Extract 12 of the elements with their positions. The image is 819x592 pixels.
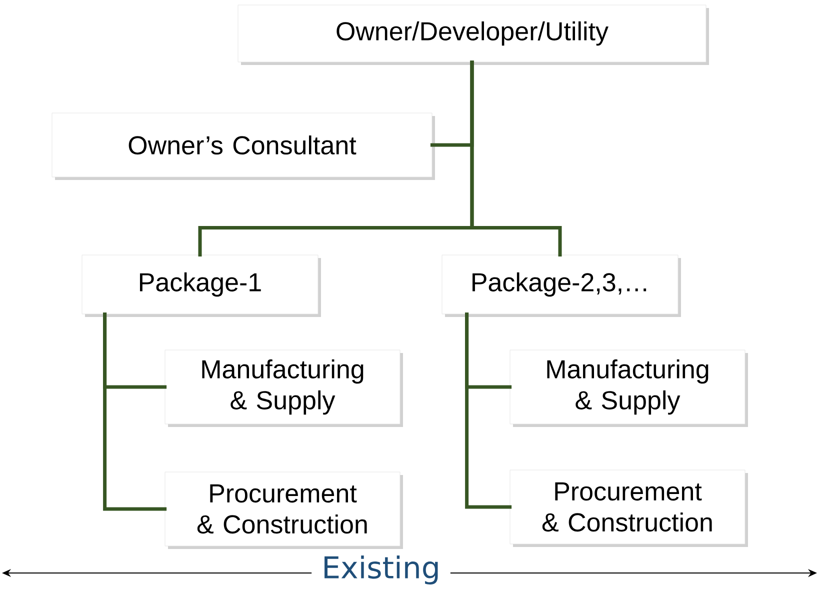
label-text: Existing <box>312 556 450 585</box>
box: Owner’s Consultant <box>52 112 435 180</box>
connector-line <box>470 60 562 257</box>
box: Package-2,3,… <box>442 254 681 317</box>
box: Procurement & Construction <box>164 472 403 549</box>
connector-line <box>465 312 512 509</box>
box: Manufacturing & Supply <box>510 350 748 427</box>
connector-line <box>103 312 167 511</box>
box: Owner/Developer/Utility <box>238 4 709 65</box>
box: Manufacturing & Supply <box>164 350 403 427</box>
box: Package-1 <box>82 254 321 317</box>
box: Procurement & Construction <box>510 470 748 547</box>
